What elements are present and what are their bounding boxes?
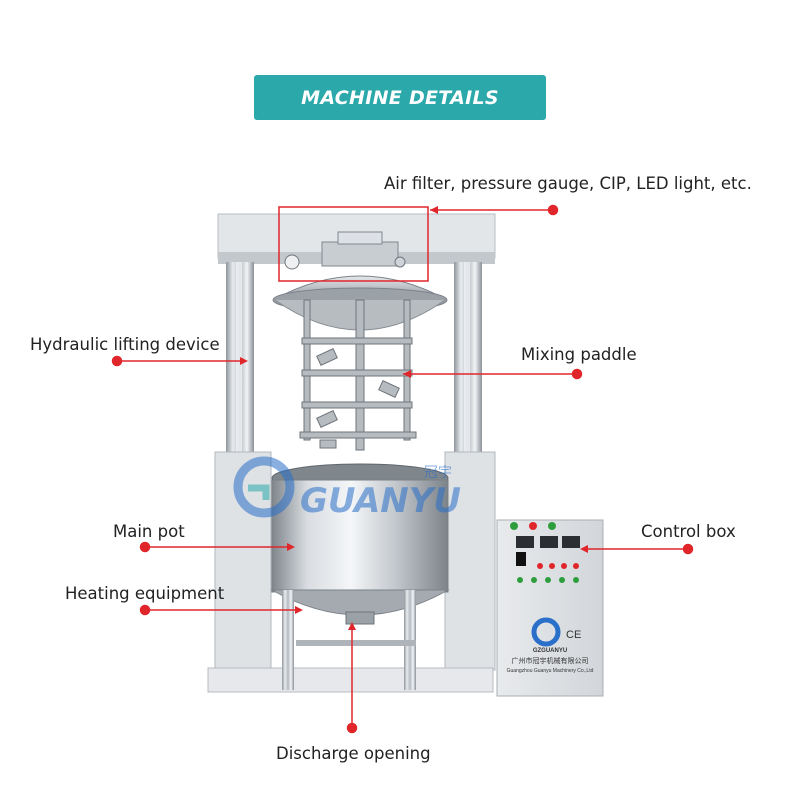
callout-arrowheads <box>240 206 588 630</box>
main-pot-drawing <box>270 463 450 690</box>
label-air-filter: Air filter, pressure gauge, CIP, LED lig… <box>384 174 752 193</box>
mixing-paddle-drawing <box>299 299 417 451</box>
panel-company-cn-text: 广州市冠宇机械有限公司 <box>512 656 589 665</box>
title-banner: MACHINE DETAILS <box>254 75 546 120</box>
panel-brand-text: GZGUANYU <box>533 648 567 654</box>
top-fittings-highlight <box>278 206 429 282</box>
panel-company-en-text: Guangzhou Guanyu Machinery Co.,Ltd <box>507 668 594 674</box>
label-mixing-paddle: Mixing paddle <box>521 345 637 364</box>
ce-mark-text: CE <box>566 629 581 641</box>
label-discharge-opening: Discharge opening <box>276 744 431 763</box>
brand-watermark: GUANYU 冠宇 <box>233 456 461 521</box>
callout-lines <box>111 204 694 734</box>
label-control-box: Control box <box>641 522 736 541</box>
watermark-text: GUANYU <box>300 481 461 521</box>
label-heating-equipment: Heating equipment <box>65 584 225 603</box>
hydraulic-columns <box>226 262 482 452</box>
lower-frame <box>207 451 496 693</box>
label-main-pot: Main pot <box>113 522 185 541</box>
label-hydraulic-lifting: Hydraulic lifting device <box>30 335 220 354</box>
page-title: MACHINE DETAILS <box>301 86 499 109</box>
watermark-cn-text: 冠宇 <box>424 465 452 481</box>
